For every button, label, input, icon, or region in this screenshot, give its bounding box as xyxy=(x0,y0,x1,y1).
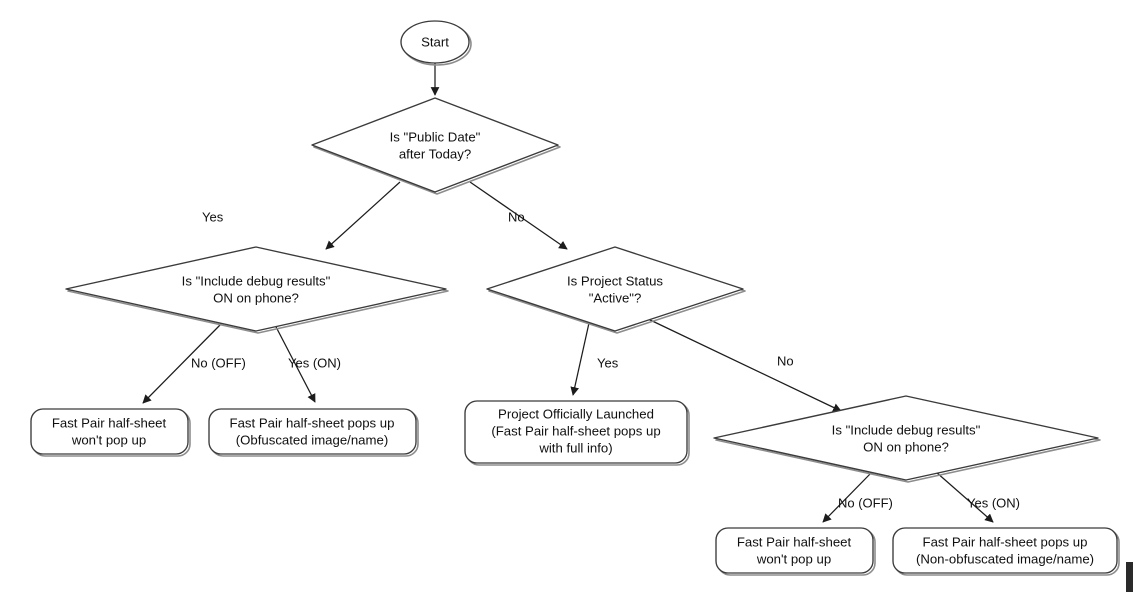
node-decision-project-status-outline xyxy=(486,246,744,332)
node-result-right-on-outline xyxy=(892,527,1118,574)
node-result-left-on-outline xyxy=(208,408,417,455)
edge-label-debug-right-on: Yes (ON) xyxy=(967,495,1020,510)
node-result-launched-line-2: (Fast Pair half-sheet pops up xyxy=(491,423,660,438)
node-decision-public-date-line-2: after Today? xyxy=(399,146,471,161)
edge-label-debug-left-on: Yes (ON) xyxy=(288,355,341,370)
node-result-right-off-line-1: Fast Pair half-sheet xyxy=(737,534,852,549)
edge-label-project-status-yes: Yes xyxy=(597,355,619,370)
edge-debug-left-no-off xyxy=(142,322,223,404)
node-result-right-off-outline xyxy=(715,527,874,574)
node-result-right-off-line-2: won't pop up xyxy=(756,551,831,566)
node-result-left-off-line-2: won't pop up xyxy=(71,432,146,447)
node-result-launched-outline xyxy=(464,400,688,464)
node-result-left-off-outline xyxy=(30,408,189,455)
node-result-right-on[interactable]: Fast Pair half-sheet pops up (Non-obfusc… xyxy=(892,527,1120,576)
edge-debug-right-no-off xyxy=(822,471,873,523)
node-decision-debug-right-outline xyxy=(713,395,1099,481)
node-decision-project-status-line-2: "Active"? xyxy=(589,290,642,305)
node-result-left-on-line-2: (Obfuscated image/name) xyxy=(236,432,388,447)
edge-layer xyxy=(142,63,994,523)
node-start-label: Start xyxy=(421,34,449,49)
node-decision-debug-right-line-2: ON on phone? xyxy=(863,439,949,454)
edge-label-layer: Yes No No (OFF) Yes (ON) Yes No No (OFF)… xyxy=(191,209,1020,510)
edge-label-public-date-no: No xyxy=(508,209,525,224)
node-result-right-on-line-2: (Non-obfuscated image/name) xyxy=(916,551,1094,566)
node-result-left-off[interactable]: Fast Pair half-sheet won't pop up xyxy=(30,408,191,457)
node-result-launched[interactable]: Project Officially Launched (Fast Pair h… xyxy=(464,400,690,466)
node-decision-public-date[interactable]: Is "Public Date" after Today? xyxy=(311,97,561,195)
node-decision-debug-right-line-1: Is "Include debug results" xyxy=(832,422,981,437)
node-result-right-on-line-1: Fast Pair half-sheet pops up xyxy=(923,534,1088,549)
node-result-right-off[interactable]: Fast Pair half-sheet won't pop up xyxy=(715,527,876,576)
edge-project-status-yes xyxy=(570,322,590,396)
node-decision-debug-left-outline xyxy=(65,246,447,332)
node-decision-public-date-outline xyxy=(311,97,559,193)
node-start-outline xyxy=(400,20,470,64)
node-result-left-on[interactable]: Fast Pair half-sheet pops up (Obfuscated… xyxy=(208,408,419,457)
edge-debug-right-yes-on xyxy=(935,471,994,523)
node-decision-debug-right[interactable]: Is "Include debug results" ON on phone? xyxy=(713,395,1101,483)
node-decision-project-status[interactable]: Is Project Status "Active"? xyxy=(486,246,746,334)
node-result-left-off-line-1: Fast Pair half-sheet xyxy=(52,415,167,430)
edge-label-debug-right-off: No (OFF) xyxy=(838,495,893,510)
node-decision-public-date-line-1: Is "Public Date" xyxy=(390,129,481,144)
node-result-launched-line-3: with full info) xyxy=(538,440,612,455)
node-decision-debug-left[interactable]: Is "Include debug results" ON on phone? xyxy=(65,246,449,334)
node-decision-debug-left-line-1: Is "Include debug results" xyxy=(182,273,331,288)
edge-debug-left-yes-on xyxy=(273,322,316,403)
edge-public-date-no xyxy=(469,181,568,250)
node-decision-debug-left-line-2: ON on phone? xyxy=(213,290,299,305)
node-start[interactable]: Start xyxy=(400,20,472,66)
edge-project-status-no xyxy=(645,317,842,412)
node-decision-project-status-line-1: Is Project Status xyxy=(567,273,663,288)
node-result-launched-line-1: Project Officially Launched xyxy=(498,406,654,421)
edge-label-project-status-no: No xyxy=(777,353,794,368)
edge-label-debug-left-off: No (OFF) xyxy=(191,355,246,370)
page-edge-artifact xyxy=(1126,562,1133,592)
edge-public-date-yes xyxy=(325,181,401,250)
node-result-left-on-line-1: Fast Pair half-sheet pops up xyxy=(230,415,395,430)
edge-label-public-date-yes: Yes xyxy=(202,209,224,224)
